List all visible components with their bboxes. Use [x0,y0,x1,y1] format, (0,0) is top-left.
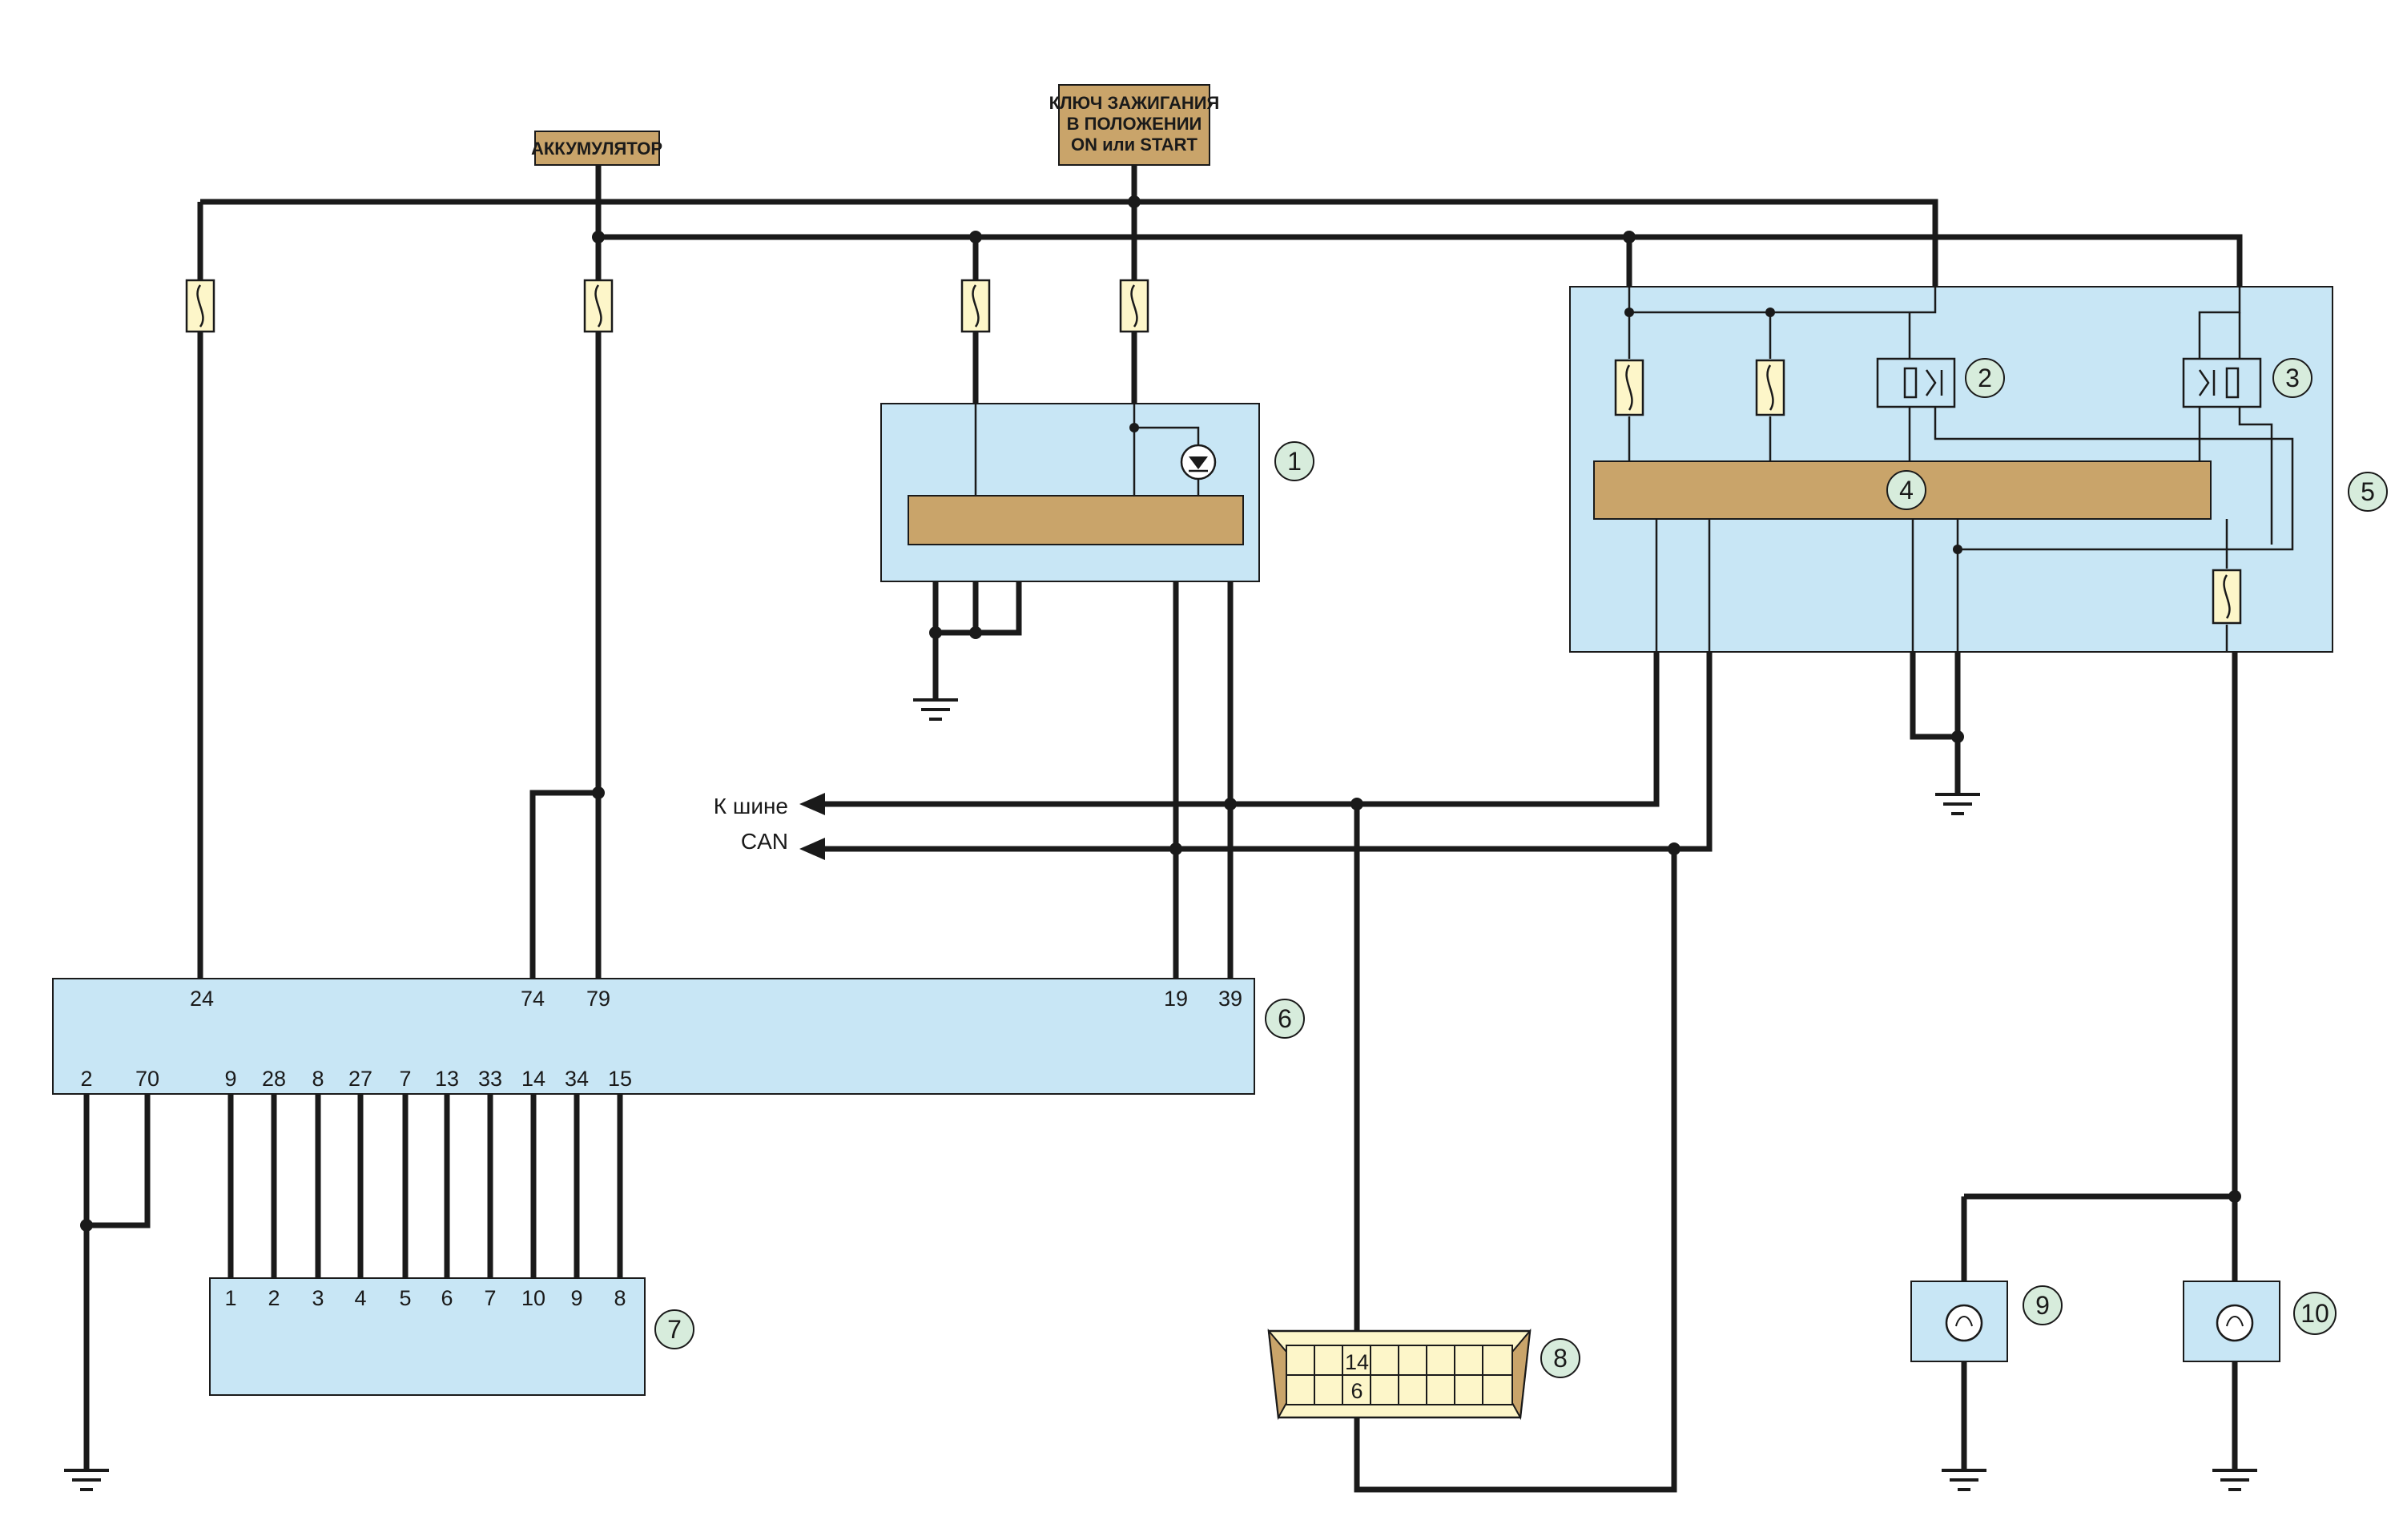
pin-label: 3 [312,1286,324,1310]
ignition-label-box [1058,84,1210,166]
pin-label: 74 [521,987,545,1011]
callout-2: 2 [1965,358,2005,398]
pin-label: 15 [608,1067,632,1091]
pin-label: 7 [484,1286,496,1310]
pin-label: 33 [478,1067,502,1091]
pin-label: 70 [135,1067,159,1091]
callout-7: 7 [654,1309,694,1349]
callout-8: 8 [1540,1338,1580,1378]
lamp-9-icon [1945,1304,1983,1342]
ground-icon [2212,1469,2257,1491]
fuse-icon [185,279,215,333]
ignition-label-line3: ON или START [1071,135,1198,155]
pin-label: 2 [80,1067,92,1091]
internal-wires [974,287,2294,652]
svg-text:10: 10 [2300,1299,2329,1328]
fuse-icon [1119,279,1149,333]
callout-4: 4 [1886,470,1926,510]
relays [1876,357,2262,408]
pin-label: 10 [521,1286,545,1310]
pin-label: 28 [262,1067,286,1091]
svg-text:2: 2 [1978,364,1992,392]
svg-text:5: 5 [2361,477,2375,506]
svg-text:7: 7 [667,1315,682,1344]
led-indicator-icon [1180,444,1217,480]
pin-label: 24 [190,987,214,1011]
diagnostic-connector-8 [1267,1328,1532,1421]
pin-label: 19 [1164,987,1188,1011]
svg-text:9: 9 [2035,1291,2050,1320]
ground-icon [1935,793,1980,815]
fuse-icon [1614,359,1644,416]
module-6-box [52,978,1255,1095]
fuses [185,279,2242,625]
can-arrows [799,793,825,860]
pin-label: 5 [399,1286,411,1310]
relay-3-icon [2182,357,2262,408]
ground-icon [1942,1469,1986,1491]
pin-label: 6 [441,1286,453,1310]
svg-text:1: 1 [1287,447,1302,476]
pin-label: 79 [586,987,610,1011]
fuse-icon [2212,569,2242,625]
connector-7-pins: 1 2 3 4 5 6 7 10 9 8 [224,1286,626,1310]
pin-label: 4 [354,1286,366,1310]
battery-label: АККУМУЛЯТОР [531,139,662,159]
fuse-icon [1755,359,1785,416]
callout-10: 10 [2293,1292,2337,1335]
callout-1: 1 [1274,441,1314,481]
ignition-label-line1: КЛЮЧ ЗАЖИГАНИЯ [1049,93,1220,113]
can-label-line1: К шине [714,794,788,818]
pin-label: 13 [435,1067,459,1091]
ignition-label-line2: В ПОЛОЖЕНИИ [1067,114,1202,134]
junction-dots [80,195,2241,1232]
fuse-icon [960,279,991,333]
pin-label: 27 [348,1067,372,1091]
callout-6: 6 [1265,999,1305,1039]
callout-3: 3 [2272,358,2312,398]
callout-5: 5 [2348,472,2388,512]
module-1-board [908,495,1244,545]
callouts: 1 2 3 4 5 6 7 8 9 10 [654,358,2388,1378]
pin-label: 8 [614,1286,626,1310]
connector-8-pin: 14 [1345,1350,1369,1374]
pin-label: 9 [224,1067,236,1091]
fuse-icon [583,279,614,333]
pin-label: 14 [521,1067,545,1091]
svg-text:3: 3 [2285,364,2300,392]
module-6-bottom-pins: 2 70 9 28 8 27 7 13 33 14 34 15 [80,1067,632,1091]
module-6-top-pins: 24 74 79 19 39 [190,987,1242,1011]
pin-label: 1 [224,1286,236,1310]
relay-2-icon [1876,357,1956,408]
pin-label: 39 [1218,987,1242,1011]
connector-8-pin: 6 [1350,1379,1363,1403]
lamp-10-icon [2216,1304,2254,1342]
pin-label: 7 [399,1067,411,1091]
pin-label: 8 [312,1067,324,1091]
callout-9: 9 [2023,1285,2063,1325]
connector-7-box [209,1277,646,1396]
pin-label: 9 [570,1286,582,1310]
svg-text:4: 4 [1899,476,1914,505]
svg-text:8: 8 [1553,1344,1568,1373]
module-1-box [880,403,1260,582]
svg-text:6: 6 [1278,1004,1292,1033]
pin-label: 34 [565,1067,589,1091]
can-label-line2: CAN [741,829,788,854]
ground-symbols [64,698,2257,1491]
ground-icon [64,1469,109,1491]
pin-label: 2 [268,1286,280,1310]
ground-icon [913,698,958,721]
